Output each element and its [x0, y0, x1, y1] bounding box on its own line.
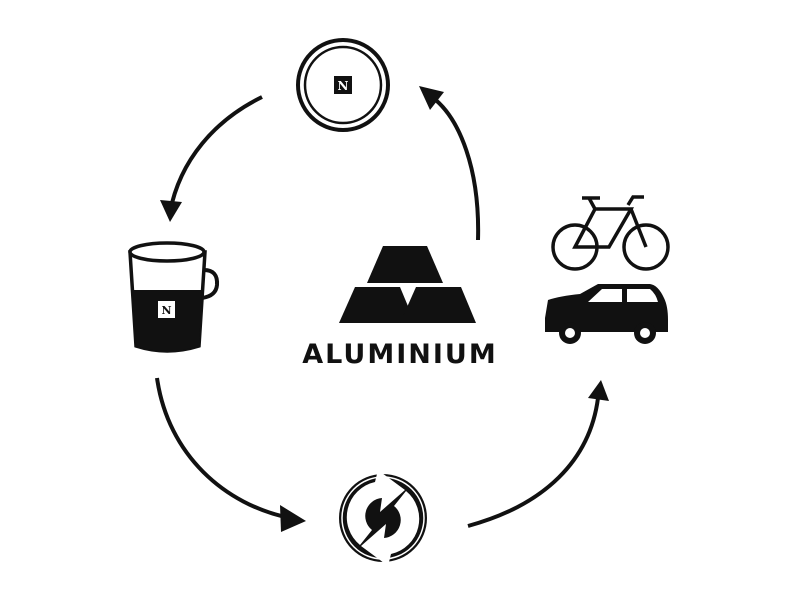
coffee-capsule-icon: N — [296, 38, 390, 132]
aluminium-ingots-icon — [339, 246, 476, 323]
bicycle-icon — [551, 195, 670, 271]
arrow-capsule-to-cup — [166, 95, 263, 216]
arrowhead-recycling-to-vehicles — [588, 380, 609, 401]
arrow-recycling-to-vehicles — [467, 397, 600, 528]
arrow-cup-to-recycling — [155, 377, 291, 520]
cup-logo: N — [161, 304, 171, 317]
arrowhead-capsule-to-cup — [160, 200, 182, 222]
arrowhead-cup-to-recycling — [280, 505, 306, 532]
green-dot-recycling-icon — [339, 470, 427, 566]
coffee-cup-icon: N — [128, 241, 220, 353]
arrowhead-vehicles-to-capsule — [419, 86, 444, 110]
arrow-vehicles-to-capsule — [430, 95, 481, 241]
capsule-logo: N — [338, 79, 349, 93]
aluminium-label: ALUMINIUM — [302, 339, 498, 370]
car-icon — [545, 284, 668, 344]
